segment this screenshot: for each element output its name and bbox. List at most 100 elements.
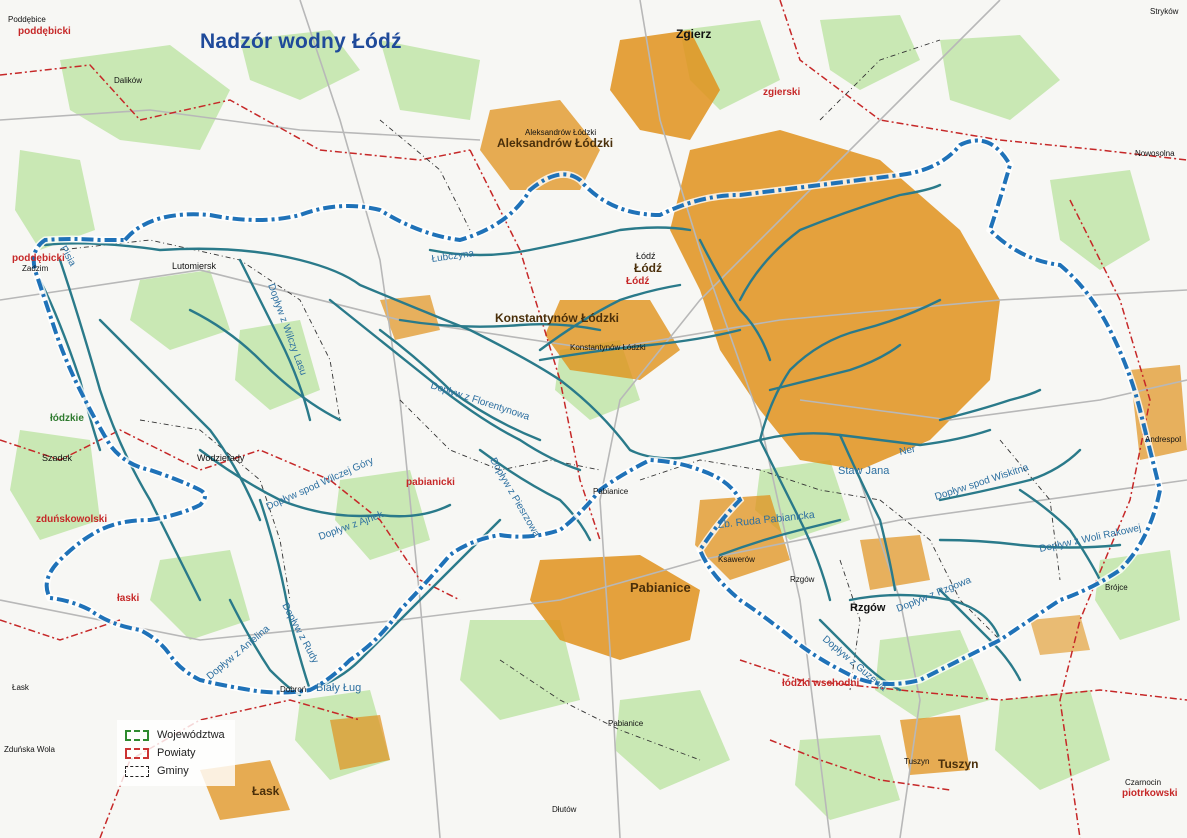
powiat-boundary [0,619,121,641]
river-tributary [188,308,342,422]
town-label: Stryków [1150,7,1179,16]
gmina-boundary [639,459,881,501]
river-tributary [58,258,202,602]
powiat-boundary [739,659,1187,701]
town-label: Dłutów [552,805,577,814]
powiat-label: piotrkowski [1122,788,1178,799]
powiat-label: Łódź [626,276,649,287]
powiat-boundary [469,149,601,541]
river-tributary [768,343,902,392]
urban-patch [1030,615,1090,655]
road [299,0,441,838]
legend-row-communes: Gminy [125,762,225,780]
town-label: Zgierz [676,27,711,41]
river-label: Ner [898,444,917,458]
legend-label-communes: Gminy [157,765,189,777]
gmina-boundary [999,439,1061,581]
gmina-boundary [379,119,471,231]
powiat-label: zduńskowolski [36,514,107,525]
river-network [38,183,1122,697]
road [0,109,481,141]
powiat-labels: poddębicki poddębicki zgierski łódzkie p… [12,26,1178,799]
town-label: Czarnocin [1125,778,1161,787]
town-label: Łask [12,683,30,692]
forest-patch [130,270,230,350]
river-tributary [938,388,1042,422]
forest-patch [820,15,920,90]
gmina-boundary [59,239,341,421]
tuszyn-urban-area [900,715,970,775]
legend-label-districts: Powiaty [157,747,196,759]
town-label: Łódź [634,261,662,275]
gmina-boundary [819,39,941,121]
river-tributary [198,448,452,518]
river-tributary [258,498,312,692]
gmina-boundary [499,659,701,761]
river-tributary [538,283,682,352]
forest-patch [1050,170,1150,270]
town-label: Wodzierady [197,453,245,463]
river-tributary [98,318,262,522]
region-boundary [30,137,1164,696]
town-label: Andrespol [1145,435,1181,444]
urban-layer [200,30,1187,820]
forest-patch [940,35,1060,120]
town-labels: Zgierz Aleksandrów Łódzki Aleksandrów Łó… [4,7,1181,814]
town-label: Brójce [1105,583,1128,592]
district-line-swatch [125,747,149,759]
forest-patch [380,40,480,120]
forest-patch [10,430,100,540]
river-tributary [38,278,102,452]
river-tributary [328,298,582,472]
river-tributary [478,448,592,542]
town-label: Dobroń [280,685,306,694]
forest-patch [150,550,250,640]
powiat-label: łódzki wschodni [782,678,859,689]
gmina-boundary [879,499,1001,641]
powiat-boundary [1059,199,1151,838]
urban-patch [860,535,930,590]
town-label: Konstantynów Łódzki [570,343,646,352]
town-label: Zduńska Wola [4,745,56,754]
town-label: Aleksandrów Łódzki [525,128,596,137]
river-tributary [938,588,1022,682]
road [799,379,1187,421]
river-tributary [758,438,832,602]
forest-patch [235,320,320,410]
powiat-boundary [0,64,471,161]
forest-patch [995,690,1110,790]
town-label: Tuszyn [904,757,930,766]
urban-patch [330,715,390,770]
powiat-label: zgierski [763,87,800,98]
town-label: Poddębice [8,15,46,24]
forest-patch [795,735,900,820]
town-label: Szadek [42,453,73,463]
town-label: Tuszyn [938,757,978,771]
gmina-boundary [839,559,861,691]
commune-line-swatch [125,765,149,777]
powiat-label: poddębicki [12,253,65,264]
forest-patch [615,690,730,790]
powiat-label: poddębicki [18,26,71,37]
river-tributary [238,258,312,422]
konstantynow-urban-area [545,300,680,380]
town-label: Ksawerów [718,555,755,564]
powiat-boundary [769,739,951,791]
legend-row-voivodeships: Województwa [125,726,225,744]
gmina-boundaries [59,39,1061,761]
ksawerow-urban-area [695,495,790,580]
powiat-label: łódzkie [50,413,84,424]
town-label: Aleksandrów Łódzki [497,136,613,150]
powiat-label: łaski [117,593,139,604]
town-label: Lutomiersk [172,261,217,271]
river-tributary [1018,488,1102,582]
river-main [43,242,682,460]
river-wola-rakowa [938,538,1122,549]
town-label: Dalików [114,76,142,85]
gmina-boundary [139,419,291,601]
town-label: Łódź [636,251,656,261]
urban-patch [380,295,440,340]
